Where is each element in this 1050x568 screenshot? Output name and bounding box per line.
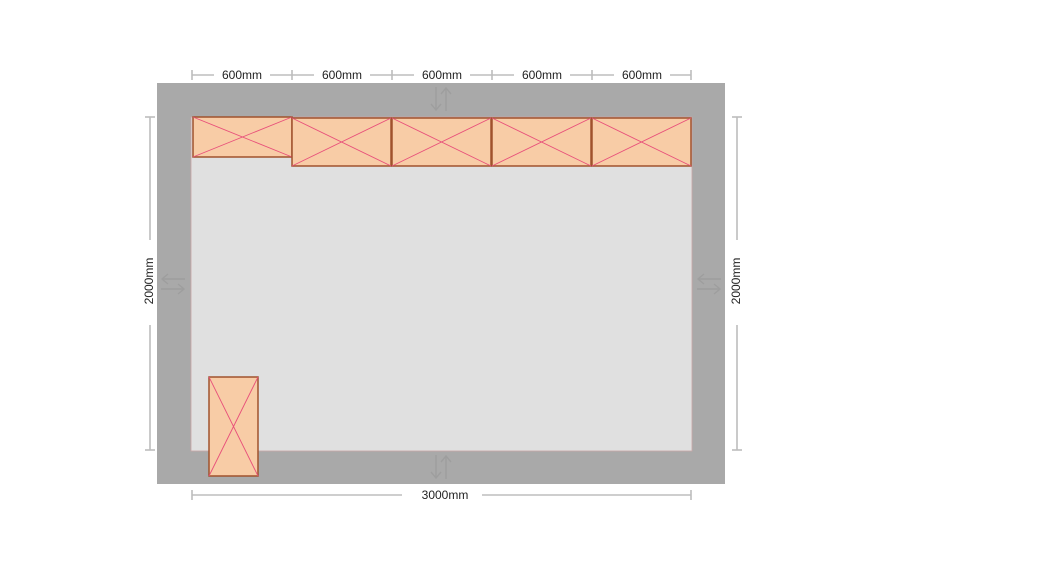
bottom-dimension: 3000mm <box>191 488 692 502</box>
swap-arrows-icon[interactable] <box>160 273 186 295</box>
top-dimension: 600mm 600mm 600mm 600mm 600mm <box>191 68 692 82</box>
cabinet-2[interactable] <box>291 117 392 167</box>
top-dimension-label-4: 600mm <box>522 68 562 82</box>
room-floor[interactable] <box>190 116 693 452</box>
cabinet-1[interactable] <box>192 116 293 158</box>
swap-arrows-icon[interactable] <box>430 454 452 480</box>
cabinet-5[interactable] <box>591 117 692 167</box>
left-dimension: 2000mm <box>142 116 156 451</box>
swap-arrows-icon[interactable] <box>430 86 452 112</box>
top-dimension-label-2: 600mm <box>322 68 362 82</box>
bottom-dimension-label: 3000mm <box>422 488 469 502</box>
swap-arrows-icon[interactable] <box>696 273 722 295</box>
right-dimension: 2000mm <box>729 116 743 451</box>
top-dimension-label-3: 600mm <box>422 68 462 82</box>
left-dimension-label: 2000mm <box>142 258 156 305</box>
right-dimension-label: 2000mm <box>729 258 743 305</box>
cabinet-4[interactable] <box>491 117 592 167</box>
top-dimension-label-5: 600mm <box>622 68 662 82</box>
cabinet-3[interactable] <box>391 117 492 167</box>
top-dimension-label-1: 600mm <box>222 68 262 82</box>
cabinet-6[interactable] <box>208 376 259 477</box>
